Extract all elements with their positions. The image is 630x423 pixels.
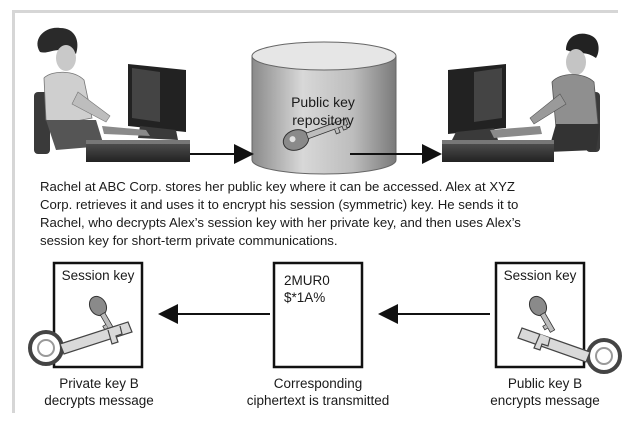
- database-cylinder-icon: [251, 41, 397, 175]
- left-box-label-line2: decrypts message: [44, 393, 154, 408]
- key-icon: [282, 118, 349, 151]
- middle-box-label: Corresponding ciphertext is transmitted: [228, 375, 408, 409]
- caption-line-4: session key for short-term private commu…: [40, 233, 338, 248]
- right-box-label-line2: encrypts message: [490, 393, 600, 408]
- middle-box-label-line2: ciphertext is transmitted: [246, 393, 390, 408]
- left-workstation-icon: [86, 64, 190, 162]
- diagram-caption: Rachel at ABC Corp. stores her public ke…: [40, 178, 610, 250]
- right-box-label: Public key B encrypts message: [470, 375, 620, 409]
- repository-label: Public key repository: [268, 93, 378, 129]
- figure-frame: [12, 10, 618, 413]
- caption-line-3: Rachel, who decrypts Alex’s session key …: [40, 215, 521, 230]
- ciphertext-box: [272, 261, 364, 369]
- left-box-title: Session key: [61, 268, 135, 283]
- right-box-title: Session key: [503, 268, 577, 283]
- left-box-label: Private key B decrypts message: [24, 375, 174, 409]
- left-box-label-line1: Private key B: [59, 376, 139, 391]
- woman-at-computer-icon: [34, 27, 111, 156]
- right-workstation-icon: [442, 64, 554, 162]
- middle-box-label-line1: Corresponding: [273, 376, 363, 391]
- repository-label-line2: repository: [292, 112, 354, 128]
- ciphertext-line-2: $*1A%: [284, 290, 326, 305]
- session-key-icon-left: [88, 295, 116, 333]
- ciphertext-text: 2MUR0 $*1A%: [284, 272, 374, 306]
- caption-line-2: Corp. retrieves it and uses it to encryp…: [40, 197, 519, 212]
- private-key-icon: [28, 321, 133, 366]
- caption-line-1: Rachel at ABC Corp. stores her public ke…: [40, 179, 515, 194]
- session-key-icon-right: [528, 295, 556, 333]
- public-key-icon: [517, 327, 622, 374]
- repository-label-line1: Public key: [291, 94, 355, 110]
- man-at-computer-icon: [529, 33, 600, 152]
- right-box-label-line1: Public key B: [507, 376, 583, 391]
- ciphertext-line-1: 2MUR0: [284, 273, 330, 288]
